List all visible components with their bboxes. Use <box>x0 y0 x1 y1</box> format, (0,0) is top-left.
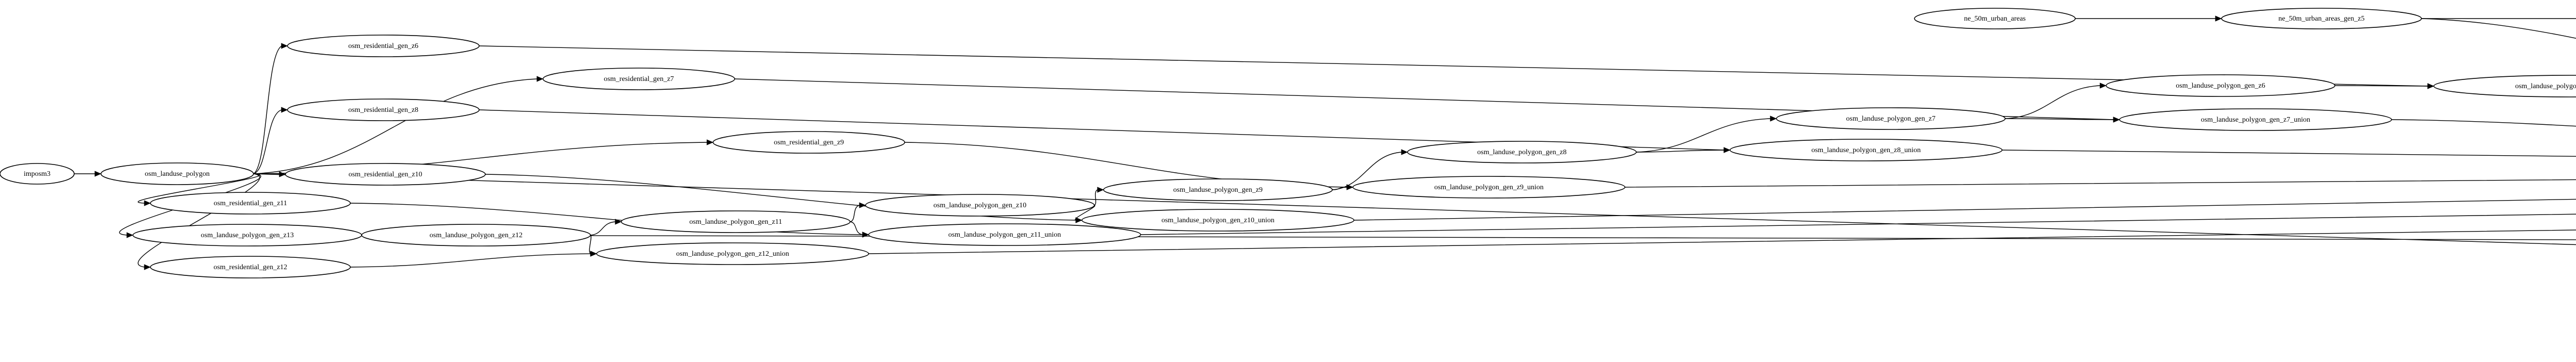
graph-edge <box>868 229 2576 254</box>
graph-edge <box>361 235 2576 240</box>
graph-edge <box>253 43 288 174</box>
graph-node-osm-landuse-polygon-gen-z8[interactable]: osm_landuse_polygon_gen_z8 <box>1407 141 1637 163</box>
nodes-layer: imposm3 osm_landuse_polygon osm_residentia… <box>0 8 2576 278</box>
graph-node-osm-residential-gen-z9[interactable]: osm_residential_gen_z9 <box>713 131 905 154</box>
node-ellipse <box>868 223 1141 246</box>
graph-edge <box>2002 150 2576 157</box>
graph-node-osm-residential-gen-z7[interactable]: osm_residential_gen_z7 <box>543 68 735 90</box>
graph-node-osm-residential-gen-z6[interactable]: osm_residential_gen_z6 <box>287 35 480 57</box>
graph-node-osm-residential-gen-z12[interactable]: osm_residential_gen_z12 <box>150 256 351 278</box>
node-ellipse <box>621 210 851 233</box>
graph-node-osm-landuse-polygon-gen-z12-union[interactable]: osm_landuse_polygon_gen_z12_union <box>596 242 869 265</box>
node-ellipse <box>287 98 480 121</box>
graph-edge <box>2421 18 2576 19</box>
node-ellipse <box>2106 74 2335 97</box>
graph-node-imposm3[interactable]: imposm3 <box>0 163 75 185</box>
graph-node-osm-residential-gen-z11[interactable]: osm_residential_gen_z11 <box>150 192 351 215</box>
graph-node-osm-landuse-polygon-gen-z8-union[interactable]: osm_landuse_polygon_gen_z8_union <box>1730 139 2003 161</box>
node-ellipse <box>285 163 486 186</box>
graph-node-osm-landuse-polygon-gen-z7[interactable]: osm_landuse_polygon_gen_z7 <box>1776 107 2006 130</box>
graph-edge <box>2075 15 2222 22</box>
node-ellipse <box>2221 8 2422 29</box>
node-ellipse <box>596 242 869 265</box>
graph-node-osm-landuse-polygon-gen-z6[interactable]: osm_landuse_polygon_gen_z6 <box>2106 74 2335 97</box>
node-ellipse <box>1352 176 1625 199</box>
graph-node-osm-landuse-polygon-gen-z6-union[interactable]: osm_landuse_polygon_gen_z6_union <box>2433 75 2576 97</box>
node-ellipse <box>1407 141 1637 163</box>
node-ellipse <box>150 192 351 215</box>
graph-edge <box>2421 18 2576 39</box>
graph-edge <box>350 203 869 238</box>
graph-node-ne-50m-urban-areas-gen-z5[interactable]: ne_50m_urban_areas_gen_z5 <box>2221 8 2422 29</box>
graph-edge <box>485 174 1082 223</box>
node-ellipse <box>1914 8 2076 29</box>
graph-edge <box>2005 83 2107 119</box>
node-ellipse <box>865 194 1095 217</box>
graph-edge <box>253 76 544 174</box>
graph-edge <box>1094 187 1104 206</box>
graph-node-osm-landuse-polygon-gen-z10-union[interactable]: osm_landuse_polygon_gen_z10_union <box>1081 209 1354 232</box>
graph-edge <box>74 171 101 177</box>
graph-edge <box>1140 213 2576 235</box>
node-ellipse <box>1081 209 1354 232</box>
graph-node-osm-landuse-polygon[interactable]: osm_landuse_polygon <box>100 162 254 185</box>
node-ellipse <box>100 162 254 185</box>
graph-node-osm-residential-gen-z10[interactable]: osm_residential_gen_z10 <box>285 163 486 186</box>
graph-node-osm-landuse-polygon-gen-z7-union[interactable]: osm_landuse_polygon_gen_z7_union <box>2119 108 2392 131</box>
graph-node-osm-residential-gen-z8[interactable]: osm_residential_gen_z8 <box>287 98 480 121</box>
node-ellipse <box>287 35 480 57</box>
graph-node-osm-landuse-polygon-gen-z11[interactable]: osm_landuse_polygon_gen_z11 <box>621 210 851 233</box>
graph-edge <box>590 219 622 236</box>
graph-node-osm-landuse-polygon-gen-z9-union[interactable]: osm_landuse_polygon_gen_z9_union <box>1352 176 1625 199</box>
node-ellipse <box>1730 139 2003 161</box>
node-ellipse <box>0 163 75 185</box>
graph-node-osm-landuse-polygon-gen-z9[interactable]: osm_landuse_polygon_gen_z9 <box>1103 178 1333 201</box>
graph-edge <box>1636 116 1777 153</box>
node-ellipse <box>1103 178 1333 201</box>
graph-edge <box>2391 119 2576 127</box>
node-ellipse <box>2119 108 2392 131</box>
node-ellipse <box>361 224 591 246</box>
graph-node-ne-50m-urban-areas[interactable]: ne_50m_urban_areas <box>1914 8 2076 29</box>
node-ellipse <box>543 68 735 90</box>
node-ellipse <box>713 131 905 154</box>
graph-edge <box>253 173 2576 245</box>
graph-node-osm-landuse-polygon-gen-z10[interactable]: osm_landuse_polygon_gen_z10 <box>865 194 1095 217</box>
graph-edge <box>1624 179 2576 188</box>
graph-edge <box>253 107 288 174</box>
node-ellipse <box>150 256 351 278</box>
graph-node-osm-landuse-polygon-gen-z13[interactable]: osm_landuse_polygon_gen_z13 <box>132 224 362 246</box>
node-ellipse <box>1776 107 2006 130</box>
graph-edge <box>350 251 597 268</box>
graph-node-osm-landuse-polygon-gen-z12[interactable]: osm_landuse_polygon_gen_z12 <box>361 224 591 246</box>
graph-edge <box>138 173 260 270</box>
graph-node-osm-landuse-polygon-gen-z11-union[interactable]: osm_landuse_polygon_gen_z11_union <box>868 223 1141 246</box>
node-ellipse <box>2433 75 2576 97</box>
node-ellipse <box>132 224 362 246</box>
